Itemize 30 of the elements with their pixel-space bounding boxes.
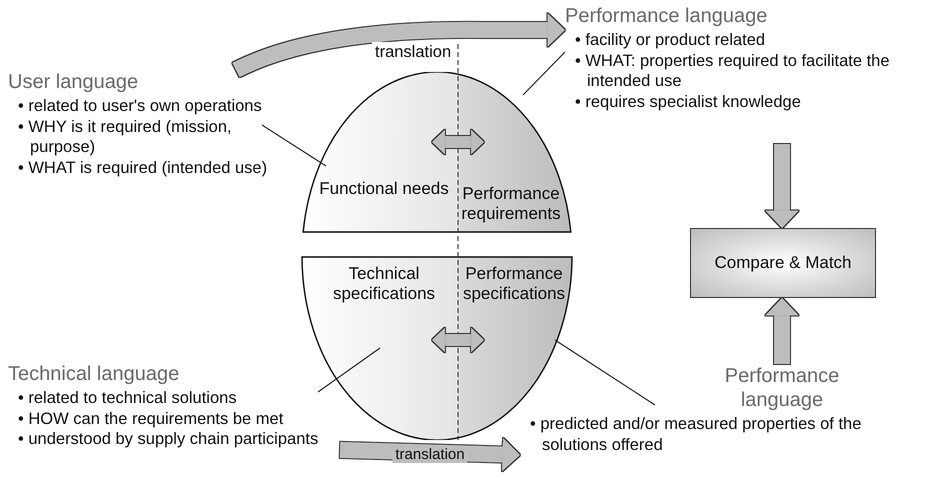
bullet-item: • WHAT: properties required to facilitate the intended use — [575, 50, 891, 92]
segment-label: Functional needs — [319, 179, 449, 200]
leader-line — [554, 340, 656, 406]
block-arrow — [765, 144, 799, 228]
block-arrow — [232, 13, 565, 78]
block-heading: Performance language — [565, 4, 768, 28]
bullet-item: • related to technical solutions — [18, 388, 238, 409]
bullet-item: • understood by supply chain participants — [18, 429, 320, 450]
block-arrow — [765, 298, 799, 364]
double-arrow — [432, 327, 484, 353]
leader-line — [522, 52, 566, 96]
double-arrow — [432, 129, 484, 155]
segment-label: Performance requirements — [460, 184, 562, 225]
bullet-item: • facility or product related — [575, 30, 766, 51]
block-heading: Performance language — [724, 364, 840, 412]
bullet-item: • WHAT is required (intended use) — [18, 158, 268, 178]
bullet-item: • related to user's own operations — [18, 96, 263, 117]
bullet-item: • requires specialist knowledge — [575, 92, 802, 112]
edge-label: translation — [392, 447, 468, 463]
bullet-item: • HOW can the requirements be met — [18, 408, 284, 430]
leader-line — [318, 348, 380, 392]
segment-label: Technical specifications — [332, 264, 436, 305]
block-heading: User language — [8, 70, 140, 94]
process-box: Compare & Match — [690, 228, 876, 298]
segment-label: Performance specifications — [462, 264, 566, 305]
bullet-item: • predicted and/or measured properties of the solutions offered — [530, 414, 862, 456]
block-heading: Technical language — [8, 362, 180, 386]
bullet-item: • WHY is it required (mission, purpose) — [18, 116, 233, 158]
block-arrow — [340, 438, 520, 472]
leader-line — [262, 124, 326, 166]
